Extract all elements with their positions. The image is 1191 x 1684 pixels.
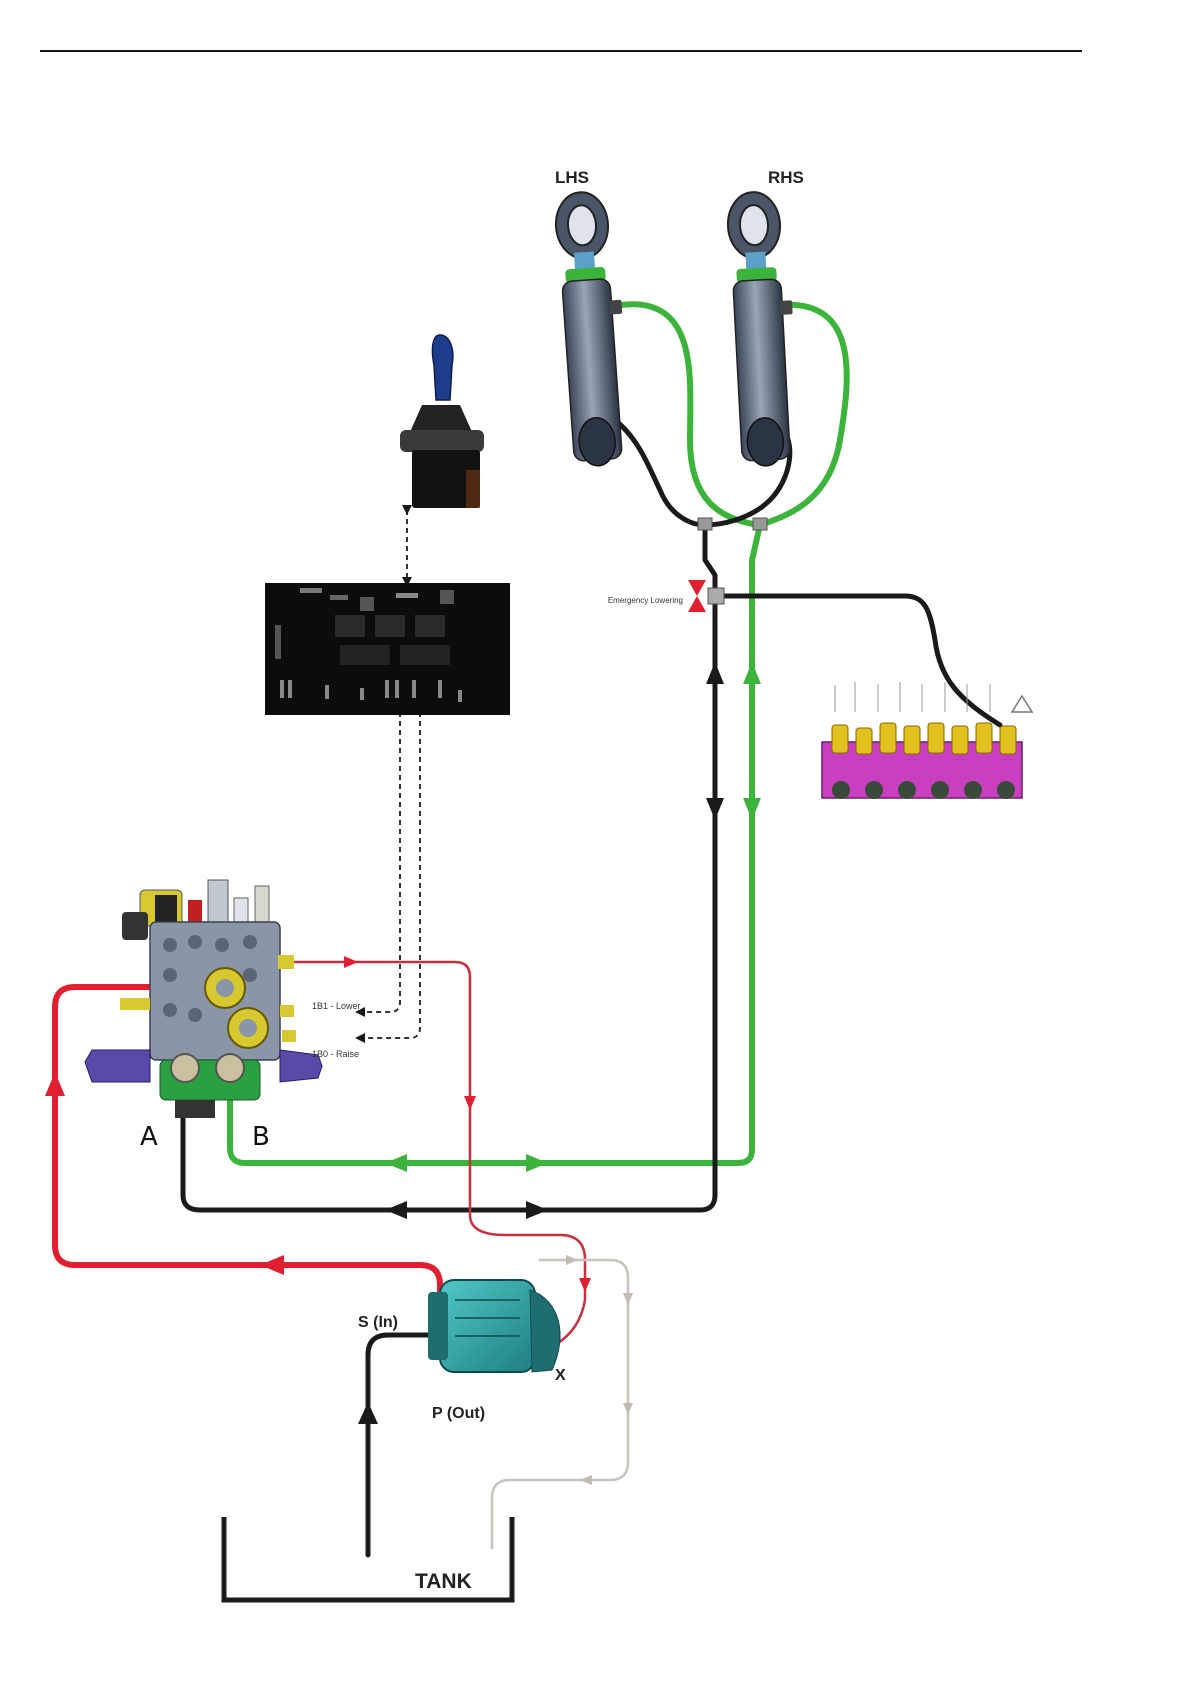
black-flow-arrows	[385, 662, 724, 1219]
hydraulic-cylinder-rhs	[726, 190, 800, 467]
black-hose-lines	[183, 420, 1000, 1210]
suction-arrow	[358, 1402, 378, 1424]
valve-block	[85, 880, 322, 1118]
label-lhs: LHS	[555, 168, 589, 187]
emergency-lowering-valve	[688, 580, 724, 612]
red-thin-lines	[265, 962, 585, 1345]
label-pump-pressure: P (Out)	[432, 1405, 485, 1422]
label-raise-signal: 1B0 - Raise	[312, 1049, 359, 1059]
label-emergency-lowering: Emergency Lowering	[608, 596, 683, 605]
green-flow-arrows	[385, 662, 761, 1172]
distribution-manifold	[822, 682, 1032, 799]
label-port-b: B	[252, 1122, 270, 1152]
control-module	[265, 583, 510, 715]
label-tank: TANK	[415, 1570, 472, 1593]
hose-tee-rod	[698, 518, 712, 530]
hose-tee-bore	[753, 518, 767, 530]
label-rhs: RHS	[768, 168, 804, 187]
label-lower-signal: 1B1 - Lower	[312, 1001, 361, 1011]
joystick	[400, 335, 484, 508]
suction-line	[368, 1335, 440, 1555]
label-port-a: A	[140, 1122, 158, 1152]
label-pump-suction: S (In)	[358, 1314, 398, 1331]
label-pump-x: X	[555, 1367, 566, 1384]
hydraulic-pump	[428, 1280, 560, 1372]
drain-arrows	[566, 1255, 633, 1485]
